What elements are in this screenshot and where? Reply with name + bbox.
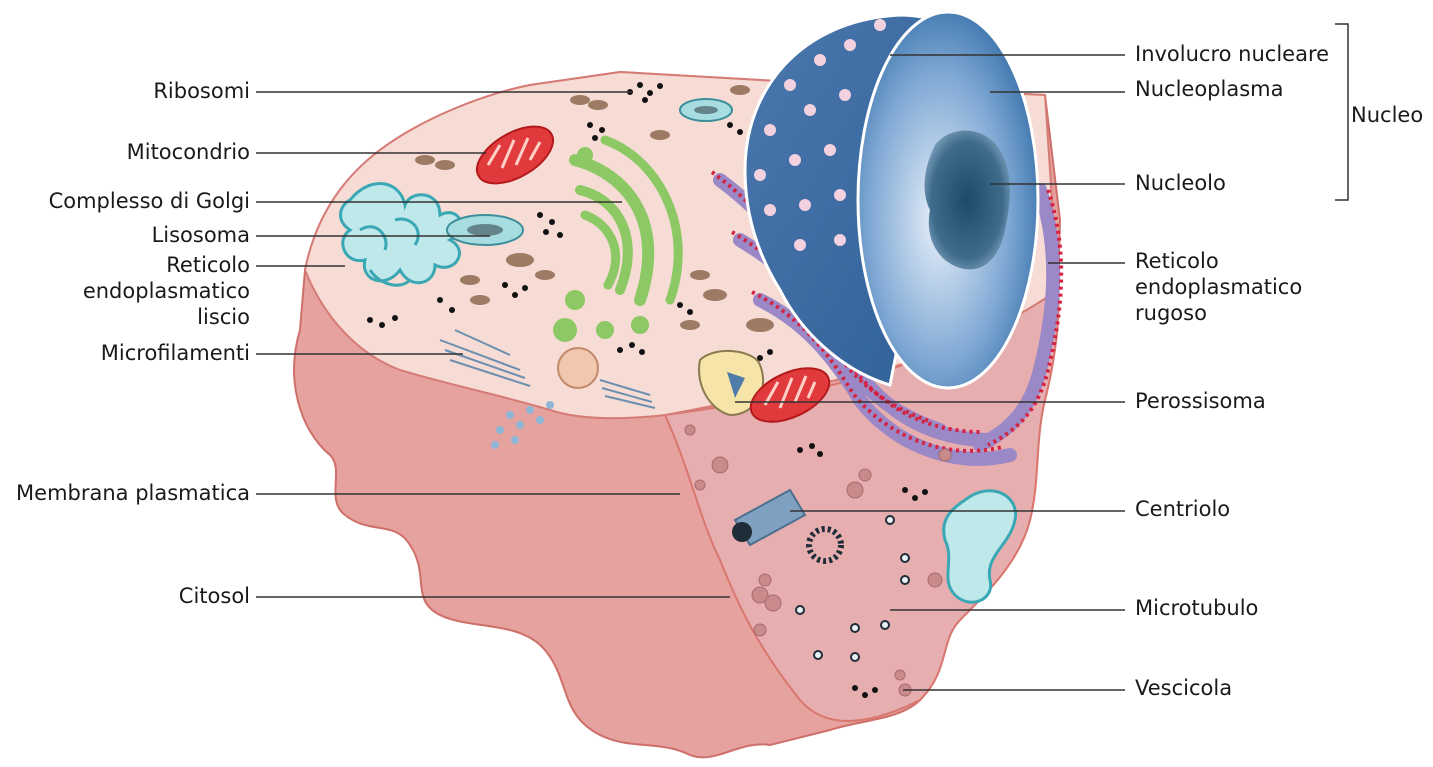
- label-vescicola: Vescicola: [1135, 675, 1232, 701]
- label-involucro: Involucro nucleare: [1135, 41, 1329, 67]
- label-rel-line1: Reticolo: [166, 252, 250, 278]
- label-citosol: Citosol: [179, 583, 250, 609]
- lysosome-small-content: [694, 106, 718, 114]
- label-rer-line3: rugoso: [1135, 300, 1207, 326]
- label-membrana: Membrana plasmatica: [16, 480, 250, 506]
- label-nucleolo: Nucleolo: [1135, 170, 1226, 196]
- vesicle-left: [558, 348, 598, 388]
- label-microtubulo: Microtubulo: [1135, 595, 1258, 621]
- label-golgi: Complesso di Golgi: [49, 188, 250, 214]
- lysosome-content: [467, 224, 503, 236]
- label-lisosoma: Lisosoma: [152, 222, 250, 248]
- label-mitocondrio: Mitocondrio: [127, 139, 250, 165]
- label-rer-line2: endoplasmatico: [1135, 274, 1302, 300]
- nucleolus: [925, 131, 1010, 270]
- label-nucleo: Nucleo: [1351, 102, 1423, 128]
- label-nucleoplasma: Nucleoplasma: [1135, 76, 1283, 102]
- label-ribosomi: Ribosomi: [153, 78, 250, 104]
- label-rel-line2: endoplasmatico: [83, 278, 250, 304]
- label-rel-line3: liscio: [197, 304, 250, 330]
- label-microfilamenti: Microfilamenti: [101, 340, 250, 366]
- label-perossisoma: Perossisoma: [1135, 388, 1266, 414]
- label-rer-line1: Reticolo: [1135, 248, 1219, 274]
- label-centriolo: Centriolo: [1135, 496, 1230, 522]
